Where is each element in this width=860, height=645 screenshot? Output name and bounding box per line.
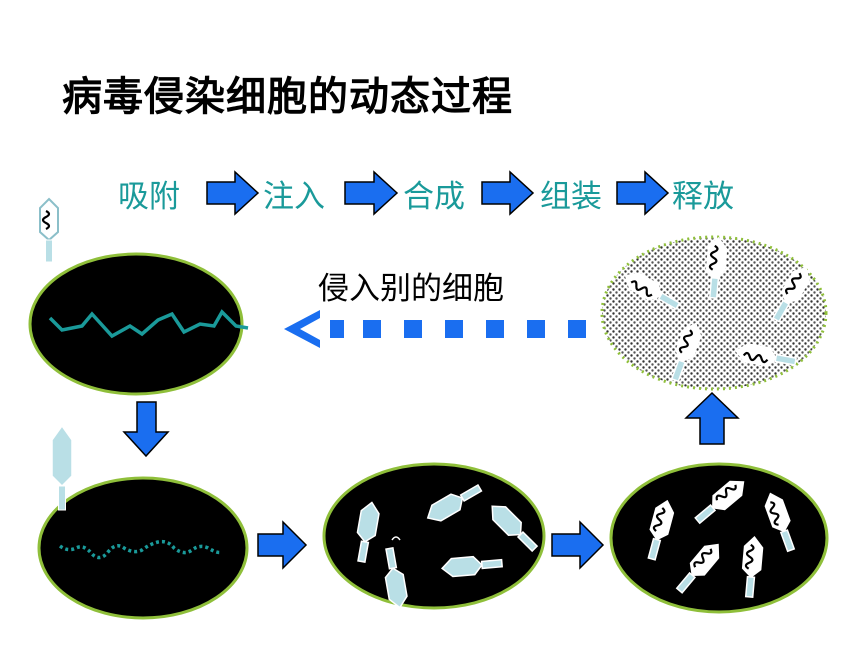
step-adsorption: 吸附	[118, 179, 180, 215]
infect-other-cells-label: 侵入别的细胞	[318, 271, 504, 307]
cell-assembly	[609, 462, 829, 614]
empty-phage-icon	[51, 424, 73, 511]
step-synthesis: 合成	[403, 179, 465, 215]
page-title: 病毒侵染细胞的动态过程	[62, 74, 513, 120]
arrow-up-1	[684, 391, 740, 445]
step-assembly: 组装	[540, 179, 602, 215]
step-injection: 注入	[263, 179, 325, 215]
cell-injection	[37, 476, 249, 620]
arrow-right-1	[257, 520, 308, 570]
arrow-right-2	[551, 520, 605, 570]
step-arrow-1	[206, 170, 260, 216]
phage-attached-icon	[39, 197, 59, 263]
cell-adsorption	[28, 252, 249, 396]
step-arrow-3	[481, 170, 535, 216]
arrow-down-1	[122, 401, 170, 458]
step-release: 释放	[672, 179, 734, 215]
reinfection-arrow	[284, 310, 586, 348]
step-arrow-2	[344, 170, 399, 216]
cell-synthesis	[322, 462, 546, 610]
step-arrow-4	[616, 170, 670, 216]
cell-release	[600, 235, 828, 391]
